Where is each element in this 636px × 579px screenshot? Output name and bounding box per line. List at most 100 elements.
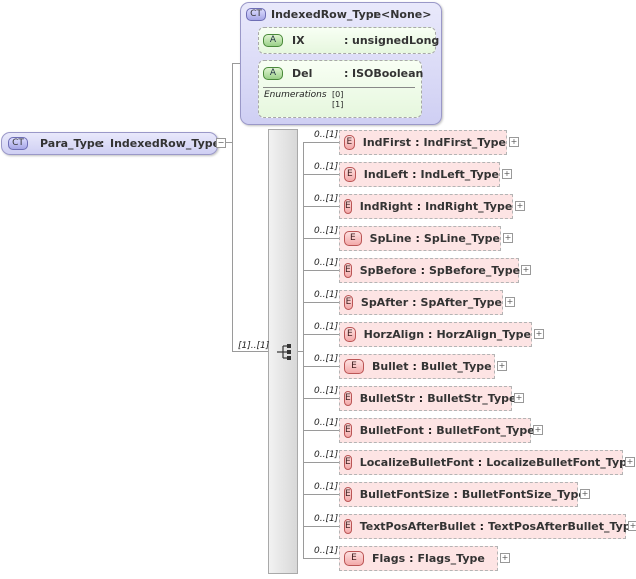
expand-toggle[interactable]: + bbox=[515, 201, 525, 211]
attribute-type: ISOBoolean bbox=[352, 67, 424, 80]
element-cardinality: 0..[1] bbox=[314, 354, 339, 364]
element-colon: : bbox=[427, 424, 433, 437]
element-type: Bullet_Type bbox=[420, 360, 492, 373]
element-colon: : bbox=[412, 360, 417, 373]
element-type: SpAfter_Type bbox=[420, 296, 502, 309]
element-type: IndLeft_Type bbox=[420, 168, 499, 181]
expand-toggle[interactable]: + bbox=[580, 489, 590, 499]
element-cardinality: 0..[1] bbox=[314, 482, 339, 492]
element-name: BulletFontSize bbox=[359, 488, 450, 501]
element-cardinality: 0..[1] bbox=[314, 450, 339, 460]
element-name: Flags bbox=[372, 552, 406, 565]
element-type: BulletFont_Type bbox=[436, 424, 535, 437]
element-colon: : bbox=[412, 168, 417, 181]
attribute-colon: : bbox=[344, 34, 349, 47]
element-name: SpLine bbox=[369, 232, 412, 245]
base-type-colon: : bbox=[373, 8, 378, 21]
connector-branch bbox=[303, 206, 339, 207]
connector-branch bbox=[303, 430, 339, 431]
element-cardinality: 0..[1] bbox=[314, 386, 339, 396]
expand-toggle[interactable]: + bbox=[500, 553, 510, 563]
sequence-compositor-icon bbox=[277, 344, 291, 360]
enumeration-value: [1] bbox=[332, 100, 344, 109]
element-colon: : bbox=[412, 296, 417, 309]
element-type: HorzAlign_Type bbox=[436, 328, 531, 341]
enumeration-value: [0] bbox=[332, 90, 344, 99]
attribute-del[interactable]: A Del : ISOBoolean Enumerations [0] [1] bbox=[258, 60, 424, 118]
expand-toggle[interactable]: + bbox=[505, 297, 515, 307]
sequence-cardinality: [1]..[1] bbox=[238, 341, 270, 351]
expand-toggle[interactable]: + bbox=[628, 521, 636, 531]
enumerations-label: Enumerations bbox=[264, 90, 327, 100]
element-type: IndFirst_Type bbox=[423, 136, 506, 149]
element-icon: E bbox=[344, 519, 352, 534]
element-name: BulletStr bbox=[359, 392, 415, 405]
element-icon: E bbox=[344, 199, 352, 214]
connector-branch bbox=[303, 238, 339, 239]
element-icon: E bbox=[344, 135, 355, 150]
element-cardinality: 0..[1] bbox=[314, 226, 339, 236]
element-type: SpLine_Type bbox=[423, 232, 500, 245]
expand-toggle[interactable]: + bbox=[521, 265, 531, 275]
expand-toggle[interactable]: + bbox=[514, 393, 524, 403]
element-icon: E bbox=[344, 295, 353, 310]
complex-type-icon: CT bbox=[8, 137, 28, 150]
element-colon: : bbox=[416, 200, 422, 213]
connector-branch bbox=[303, 174, 339, 175]
element-colon: : bbox=[418, 392, 424, 405]
connector-branch bbox=[303, 334, 339, 335]
element-type: SpBefore_Type bbox=[428, 264, 521, 277]
attribute-icon: A bbox=[263, 67, 283, 80]
collapse-toggle[interactable]: − bbox=[216, 138, 226, 148]
attribute-name: IX bbox=[292, 34, 305, 47]
element-icon: E bbox=[344, 455, 352, 470]
connector-branch bbox=[303, 558, 339, 559]
element-colon: : bbox=[477, 456, 483, 469]
element-colon: : bbox=[453, 488, 458, 501]
element-cardinality: 0..[1] bbox=[314, 290, 339, 300]
expand-toggle[interactable]: + bbox=[509, 137, 519, 147]
element-name: IndFirst bbox=[362, 136, 412, 149]
enumerations-divider bbox=[263, 87, 415, 88]
element-icon: E bbox=[344, 263, 352, 278]
base-type-base: <None> bbox=[381, 8, 432, 21]
expand-toggle[interactable]: + bbox=[497, 361, 507, 371]
connector-branch bbox=[303, 494, 339, 495]
element-type: BulletFontSize_Type bbox=[461, 488, 586, 501]
element-colon: : bbox=[428, 328, 433, 341]
element-icon: E bbox=[344, 167, 356, 182]
attribute-type: unsignedLong bbox=[352, 34, 440, 47]
element-type: LocalizeBulletFont_Type bbox=[486, 456, 635, 469]
connector-seq-out bbox=[298, 351, 304, 352]
root-type-name: Para_Type bbox=[40, 137, 103, 150]
expand-toggle[interactable]: + bbox=[625, 457, 635, 467]
expand-toggle[interactable]: + bbox=[502, 169, 512, 179]
base-complex-type[interactable]: CT IndexedRow_Type : <None> A IX : unsig… bbox=[240, 2, 442, 125]
element-cardinality: 0..[1] bbox=[314, 418, 339, 428]
connector-branch bbox=[303, 302, 339, 303]
expand-toggle[interactable]: + bbox=[503, 233, 513, 243]
expand-toggle[interactable]: + bbox=[533, 425, 543, 435]
element-cardinality: 0..[1] bbox=[314, 258, 339, 268]
attribute-ix[interactable]: A IX : unsignedLong bbox=[258, 27, 440, 54]
root-complex-type[interactable]: CT Para_Type : IndexedRow_Type bbox=[1, 132, 220, 155]
element-cardinality: 0..[1] bbox=[314, 514, 339, 524]
element-name: HorzAlign bbox=[363, 328, 425, 341]
attribute-colon: : bbox=[344, 67, 349, 80]
connector-to-base-type bbox=[232, 63, 240, 64]
expand-toggle[interactable]: + bbox=[534, 329, 544, 339]
